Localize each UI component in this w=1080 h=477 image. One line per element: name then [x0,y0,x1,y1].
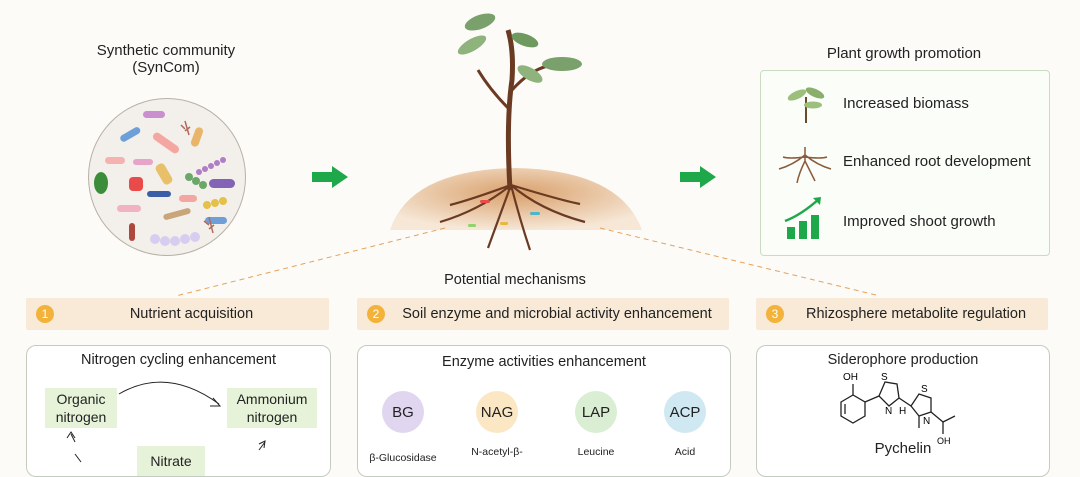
section-label: Rhizosphere metabolite regulation [805,306,1027,322]
atom-label: H [899,406,906,417]
plant-growth-item-label: Increased biomass [843,95,969,112]
plant-growth-title: Plant growth promotion [826,45,982,62]
section-number-badge: 3 [766,305,784,323]
mechanisms-title: Potential mechanisms [444,272,586,288]
section-label: Soil enzyme and microbial activity enhan… [402,306,712,322]
section-number-badge: 1 [36,305,54,323]
nitrogen-cycle-arrows [66,381,266,463]
microbe-illustration [94,111,235,246]
enzyme-acp-circle: ACP [664,391,706,433]
compound-name: Pychelin [874,440,932,457]
arrow-right-icon [312,166,348,188]
section-label: Nutrient acquisition [129,306,254,322]
atom-label: OH [843,372,858,383]
plant-growth-box: Increased biomass Enhanced root developm… [760,70,1050,256]
atom-label: OH [937,436,951,446]
nitrogen-panel: Nitrogen cycling enhancement Organic nit… [26,345,331,477]
enzyme-label: Acid [674,446,696,458]
seedling-icon [787,87,825,123]
enzyme-label: β-Glucosidase [369,452,437,464]
dashed-connectors [175,227,881,297]
atom-label: S [881,372,888,383]
enzyme-label: Leucine [577,446,615,458]
syncom-title: Synthetic community (SynCom) [96,42,236,76]
enzyme-bg-circle: BG [382,391,424,433]
section-number-badge: 2 [367,305,385,323]
growth-chart-icon [784,197,821,239]
ammonium-nitrogen-box: Ammonium nitrogen [227,388,317,428]
plant-growth-item-label: Enhanced root development [843,153,1031,170]
roots-icon [778,147,832,183]
plant-illustration [390,13,642,251]
enzyme-title: Enzyme activities enhancement [442,354,646,370]
enzyme-lap-circle: LAP [575,391,617,433]
pyochelin-structure: OH S N H S N OH [840,372,956,446]
atom-label: N [885,406,892,417]
atom-label: S [921,384,928,395]
section-bar-nutrient: 1 Nutrient acquisition [26,298,329,330]
enzyme-nag-circle: NAG [476,391,518,433]
section-bar-enzyme: 2 Soil enzyme and microbial activity enh… [357,298,729,330]
section-bar-metabolite: 3 Rhizosphere metabolite regulation [756,298,1048,330]
siderophore-panel: Siderophore production OH S N H S N OH P… [756,345,1050,477]
organic-nitrogen-box: Organic nitrogen [45,388,117,428]
enzyme-label: N-acetyl-β- [471,446,523,458]
enzyme-panel: Enzyme activities enhancement BG NAG LAP… [357,345,731,477]
syncom-circle [88,98,246,256]
atom-label: N [923,416,930,427]
plant-growth-item-label: Improved shoot growth [843,213,996,230]
siderophore-title: Siderophore production [827,352,979,368]
arrow-right-icon [680,166,716,188]
nitrogen-title: Nitrogen cycling enhancement [80,352,277,368]
